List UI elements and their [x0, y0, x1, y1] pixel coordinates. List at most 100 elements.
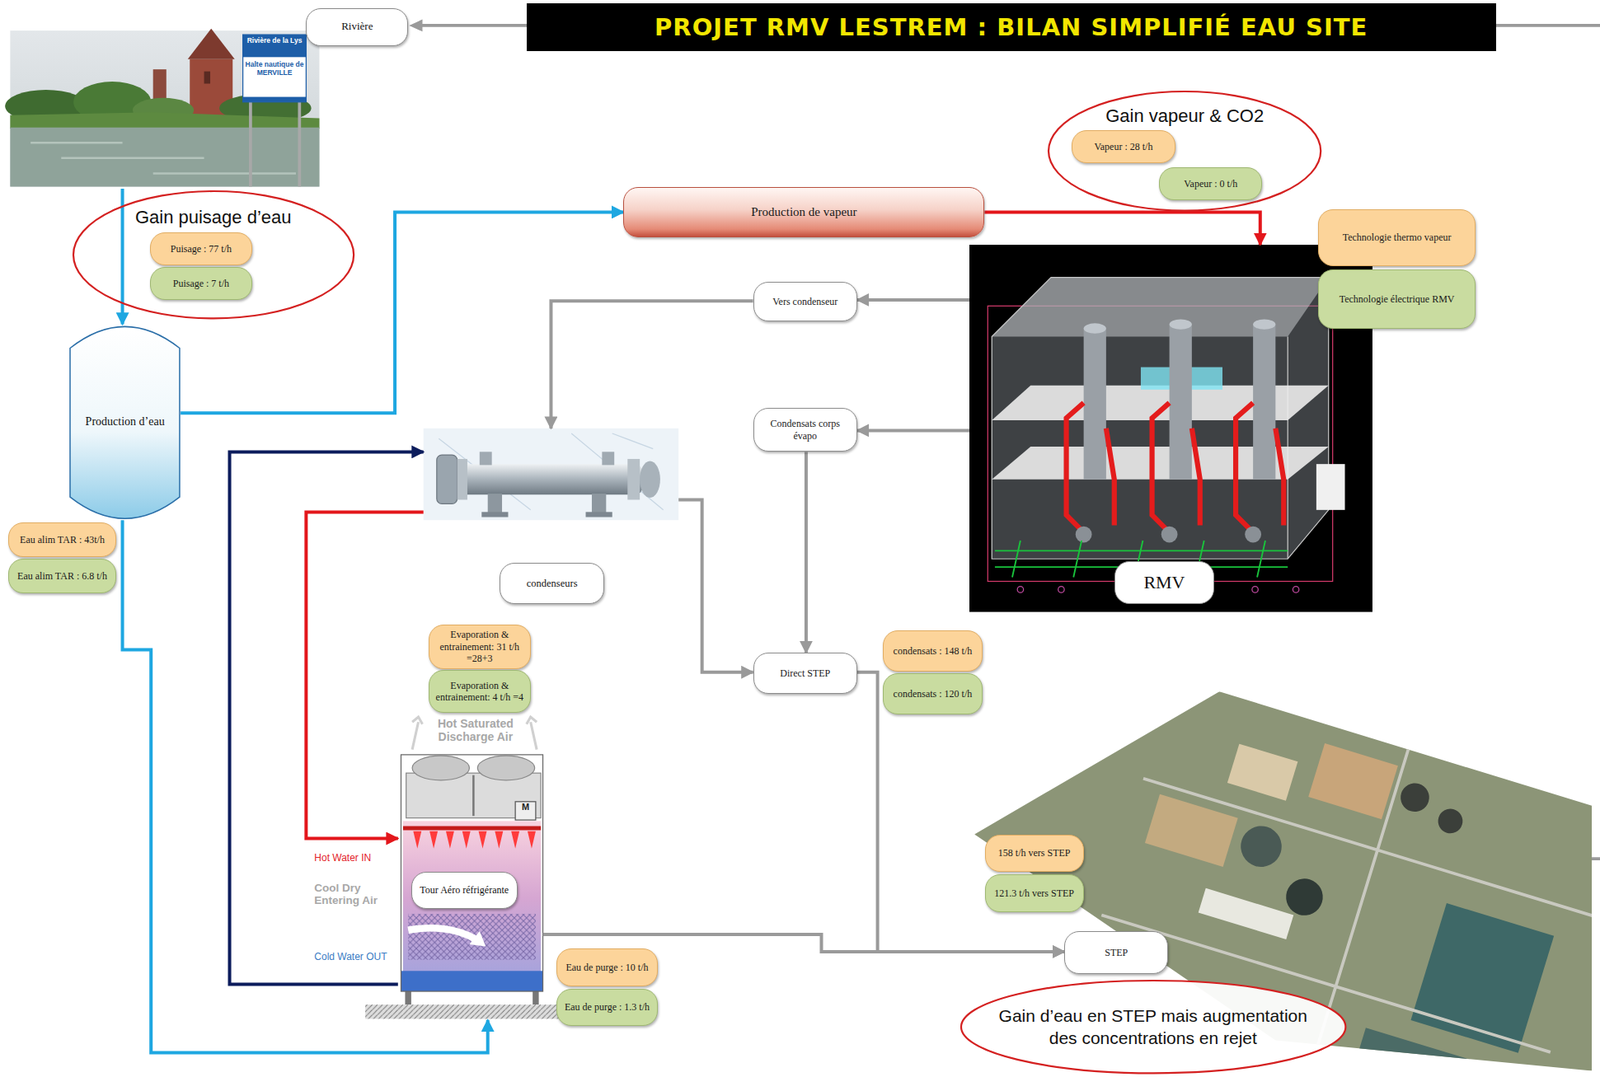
flow-value-pill: Eau alim TAR : 6.8 t/h: [8, 558, 117, 594]
condenser-illustration: [639, 460, 661, 498]
annotation-label: Hot Saturated Discharge Air: [422, 717, 530, 752]
node-text: Gain d’eau en STEP mais augmentation des…: [985, 994, 1321, 1061]
flow-value-pill: 121.3 t/h vers STEP: [985, 874, 1084, 913]
flow-connector: [305, 511, 423, 839]
cooling-tower-illustration: [365, 1004, 559, 1019]
condenser-illustration: [627, 459, 640, 501]
rmv-plant-illustration: [1316, 464, 1346, 511]
aerial-photo: [1198, 888, 1295, 940]
flow-value-pill: Vapeur : 28 t/h: [1071, 130, 1176, 164]
condenser-illustration: [438, 433, 663, 511]
flow-connector: [229, 451, 424, 985]
cooling-tower-illustration: [408, 914, 536, 961]
rmv-plant-illustration: [1075, 526, 1093, 544]
ellipse-outline: [73, 191, 354, 319]
flow-connector: [550, 300, 753, 429]
cooling-tower-illustration: [412, 831, 536, 850]
gain-ellipse: Gain vapeur & CO2Vapeur : 28 t/hVapeur :…: [1046, 89, 1323, 213]
node-text: Direct STEP: [779, 667, 831, 680]
river-photo: [243, 34, 307, 103]
node-text: 158 t/h vers STEP: [998, 847, 1071, 859]
node-text: Production de vapeur: [750, 204, 857, 220]
node-text: Puisage : 77 t/h: [170, 243, 232, 255]
rmv-plant-illustration: [1058, 586, 1065, 593]
equipment-figure: RMV: [969, 244, 1373, 613]
node-text: Technologie électrique RMV: [1339, 293, 1455, 305]
cooling-tower-illustration: [403, 821, 541, 975]
flow-value-pill: 158 t/h vers STEP: [985, 835, 1084, 873]
node-text: Eau alim TAR : 6.8 t/h: [17, 570, 108, 582]
cooling-tower-illustration: [472, 775, 474, 817]
process-pill: Production de vapeur: [623, 187, 985, 239]
node-text: Gain vapeur & CO2: [1067, 103, 1303, 130]
aerial-photo: [969, 683, 1600, 1077]
process-pill: Vers condenseur: [753, 281, 858, 322]
river-photo: [204, 71, 211, 85]
river-photo: [9, 112, 320, 129]
flow-connector: [984, 211, 1260, 245]
process-pill: Condensats corps évapo: [753, 408, 858, 452]
node-text: Condensats corps évapo: [759, 417, 852, 442]
flow-connector: [857, 428, 970, 432]
cooling-tower-illustration: [515, 802, 536, 821]
river-photo: [187, 28, 235, 60]
cooling-tower-illustration: [408, 928, 478, 941]
node-text: Vers condenseur: [772, 295, 838, 308]
rmv-plant-illustration: [1252, 319, 1276, 329]
cooling-tower-illustration: [403, 826, 541, 831]
gain-ellipse: Gain d’eau en STEP mais augmentation des…: [959, 979, 1347, 1075]
condenser-illustration: [487, 493, 503, 515]
flow-value-pill: Eau alim TAR : 43t/h: [8, 522, 117, 558]
cooling-tower-illustration: [365, 717, 559, 1019]
condenser-illustration: [436, 455, 458, 504]
aerial-photo: [1235, 821, 1287, 873]
water-tank: Production d’eau: [69, 324, 181, 521]
equipment-figure: condenseurs: [423, 428, 680, 608]
river-photo: [4, 28, 320, 188]
node-text: condensats : 120 t/h: [893, 688, 973, 700]
flow-connector: [804, 451, 808, 653]
flow-value-pill: condensats : 120 t/h: [882, 673, 983, 715]
annotation-label: M: [515, 802, 536, 821]
node-text: Evaporation & entrainement: 4 t/h =4: [434, 680, 526, 704]
rmv-plant-illustration: [1169, 319, 1192, 329]
rmv-plant-illustration: [991, 277, 1329, 338]
return-line: [408, 19, 423, 33]
node-text: Production d’eau: [85, 415, 165, 429]
condenser-illustration: [423, 428, 679, 521]
condenser-illustration: [454, 464, 643, 495]
cooling-tower-illustration: [400, 755, 543, 992]
condenser-illustration: [457, 459, 468, 501]
flow-value-pill: Eau de purge : 1.3 t/h: [556, 989, 659, 1028]
flow-value-pill: Technologie électrique RMV: [1318, 269, 1476, 329]
node-text: Puisage : 7 t/h: [173, 277, 230, 290]
cooling-tower-illustration: [532, 991, 539, 1005]
rmv-plant-illustration: [991, 277, 1329, 560]
flow-connector: [857, 298, 970, 302]
node-text: STEP: [1104, 947, 1128, 959]
tank-outline: [70, 326, 180, 519]
node-text: Rivière: [305, 8, 409, 47]
river-photo: [9, 127, 320, 188]
node-text: RMV: [1114, 561, 1215, 605]
node-text: Gain puisage d’eau: [93, 203, 334, 230]
rmv-plant-illustration: [1161, 526, 1178, 544]
river-photo: [243, 97, 307, 103]
aerial-photo: [1227, 744, 1299, 802]
cooling-tower-illustration: [404, 991, 411, 1005]
flow-value-pill: Evaporation & entrainement: 31 t/h =28+3: [428, 624, 531, 671]
river-photo: [30, 142, 296, 174]
annotation-label: Rivière de la Lys: [243, 37, 305, 58]
aerial-photo: [969, 661, 1600, 1077]
flow-connector: [678, 500, 753, 673]
rmv-plant-illustration: [1017, 586, 1023, 593]
aerial-photo: [1308, 743, 1399, 820]
aerial-photo: [1435, 806, 1466, 837]
node-text: Vapeur : 28 t/h: [1093, 140, 1153, 153]
cooling-tower-illustration: [477, 755, 535, 781]
rmv-plant-illustration: [1083, 323, 1107, 334]
rmv-plant-illustration: [1252, 324, 1276, 480]
node-text: Vapeur : 0 t/h: [1183, 178, 1238, 190]
